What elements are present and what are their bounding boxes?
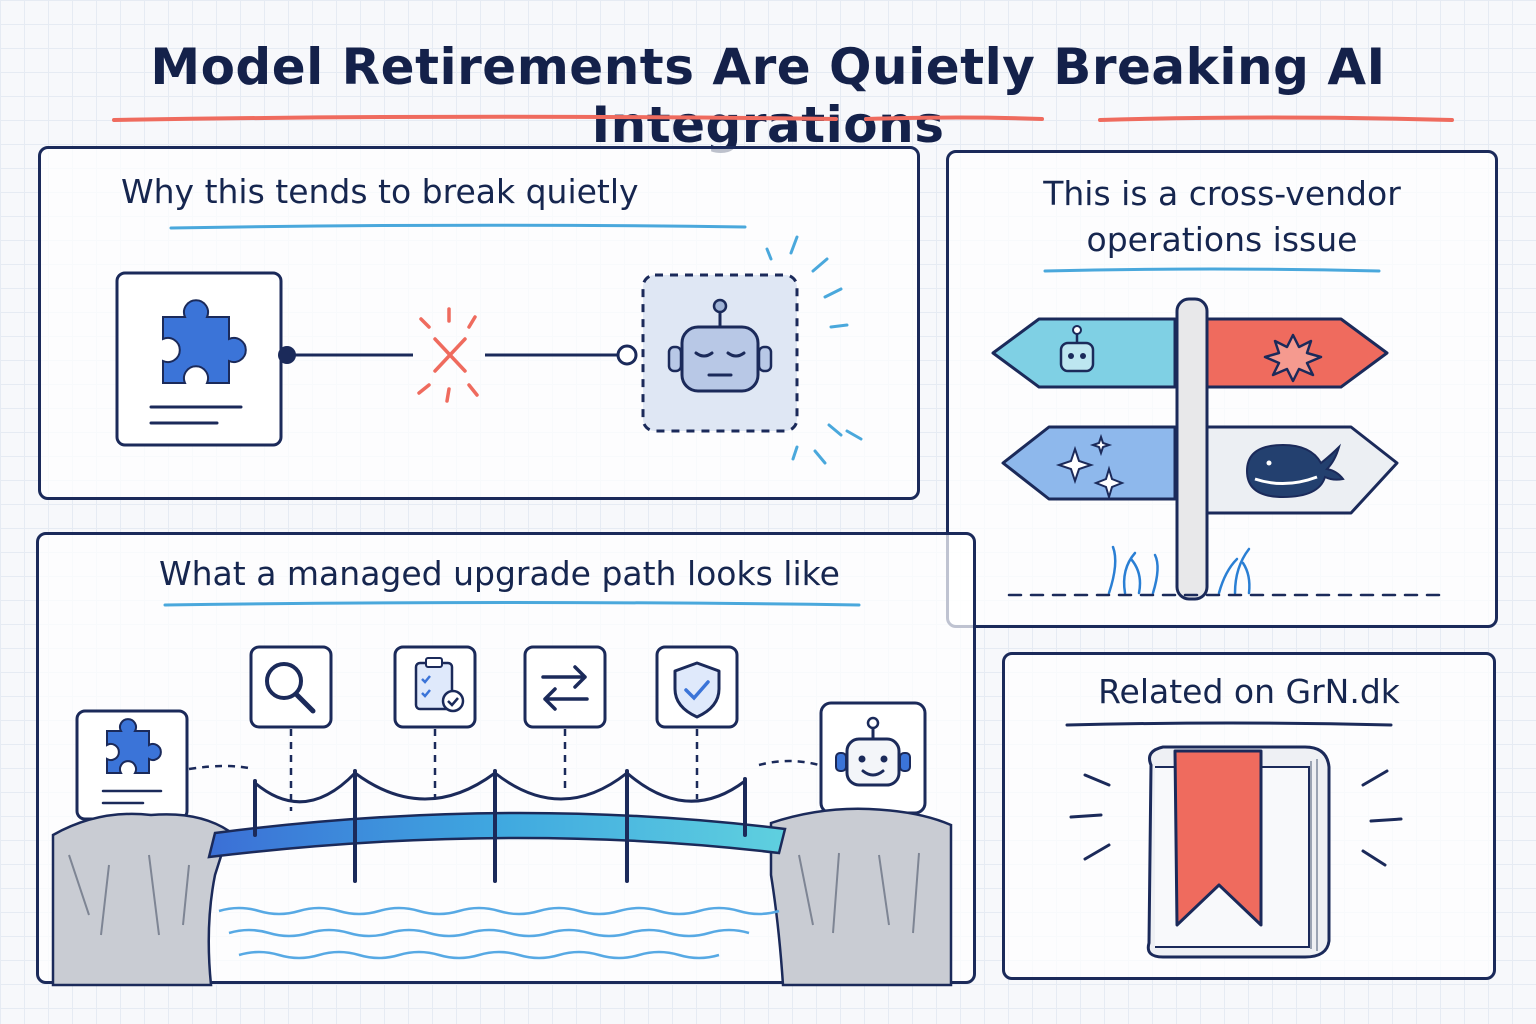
sleeping-robot-icon xyxy=(641,235,863,465)
bridge-illustration xyxy=(51,645,953,987)
heading-underline xyxy=(1065,721,1393,727)
panel-heading-upgrade-path: What a managed upgrade path looks like xyxy=(159,554,840,593)
panel-heading-cross-vendor-line2: operations issue xyxy=(1086,220,1358,259)
page-title: Model Retirements Are Quietly Breaking A… xyxy=(150,38,1386,154)
broken-integration-diagram xyxy=(115,235,863,465)
starburst-icon-sign xyxy=(1205,317,1389,389)
clipboard-check-icon xyxy=(393,645,477,729)
panel-heading-related: Related on GrN.dk xyxy=(1098,672,1400,711)
robot-icon-sign xyxy=(991,317,1177,389)
happy-robot-icon xyxy=(819,701,927,815)
panel-related: Related on GrN.dk xyxy=(1002,652,1496,980)
panel-heading-break-quietly: Why this tends to break quietly xyxy=(121,172,639,211)
panel-cross-vendor: This is a cross-vendor operations issue xyxy=(946,150,1498,628)
sparkles-icon-sign xyxy=(1001,425,1177,501)
panel-upgrade-path: What a managed upgrade path looks like xyxy=(36,532,976,987)
search-icon xyxy=(249,645,333,729)
broken-connection-x-icon xyxy=(417,307,479,403)
bookmarked-book-icon xyxy=(1069,745,1403,959)
vendor-signpost-illustration xyxy=(991,297,1441,601)
heading-underline xyxy=(1043,267,1381,273)
panel-heading-cross-vendor-line1: This is a cross-vendor xyxy=(1043,174,1401,213)
title-underline xyxy=(112,114,1454,122)
puzzle-piece-document-icon xyxy=(115,271,283,447)
shield-check-icon xyxy=(655,645,739,729)
panel-break-quietly: Why this tends to break quietly xyxy=(38,146,920,500)
puzzle-piece-document-icon xyxy=(75,709,189,821)
whale-icon-sign xyxy=(1205,425,1399,515)
swap-arrows-icon xyxy=(523,645,607,729)
heading-underline xyxy=(163,601,861,607)
heading-underline xyxy=(169,223,747,230)
